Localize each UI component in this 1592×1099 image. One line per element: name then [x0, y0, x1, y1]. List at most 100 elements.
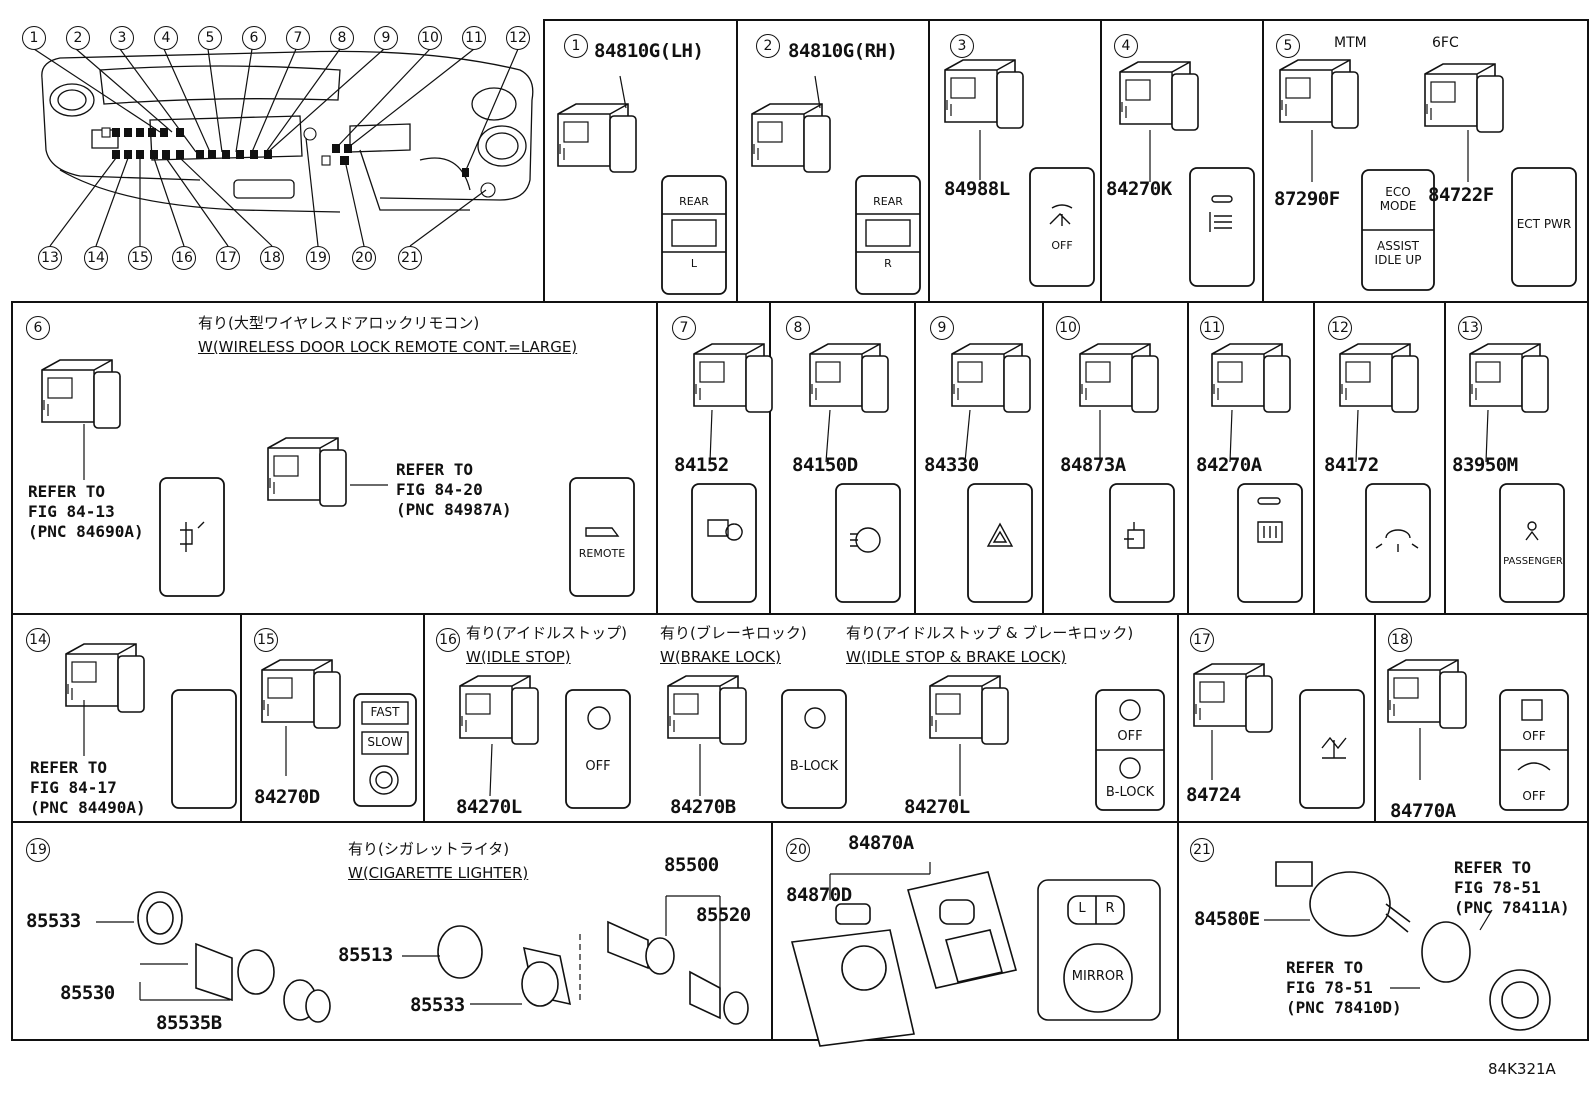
section-14-ref: REFER TO FIG 84-17 (PNC 84490A)	[30, 758, 146, 817]
section-18-part: 84770A	[1390, 800, 1456, 822]
section-5-index: 5	[1276, 34, 1300, 58]
section-6-note-en-text: W(WIRELESS DOOR LOCK REMOTE CONT.=LARGE)	[198, 338, 578, 356]
section-1-tile-top: REAR	[679, 195, 709, 208]
section-11-part: 84270A	[1196, 454, 1262, 476]
figure-code: 84K321A	[1488, 1060, 1556, 1078]
section-7-index: 7	[672, 316, 696, 340]
section-20-part-84870a: 84870A	[848, 832, 914, 854]
section-18-tile-bottom: OFF	[1522, 789, 1546, 803]
section-2-tile-top: REAR	[873, 195, 903, 208]
callout-16: 16	[172, 246, 196, 270]
callout-5: 5	[198, 26, 222, 50]
section-5-tile-right: ECT PWR	[1516, 217, 1572, 231]
section-16-note-3-en: W(IDLE STOP & BRAKE LOCK)	[846, 650, 1066, 665]
section-19-index: 19	[26, 838, 50, 862]
section-16-note-2-jp: 有り(ブレーキロック)	[660, 624, 807, 642]
section-8-part: 84150D	[792, 454, 858, 476]
section-13-tile-label: PASSENGER	[1503, 556, 1563, 567]
section-16-tile-3-bottom: B-LOCK	[1105, 785, 1155, 800]
section-5-tile-left-top: ECO MODE	[1379, 185, 1417, 213]
section-3-index: 3	[950, 34, 974, 58]
section-11-index: 11	[1200, 316, 1224, 340]
callout-9: 9	[374, 26, 398, 50]
section-4-part: 84270K	[1106, 178, 1172, 200]
section-3-tile-label: OFF	[1051, 239, 1073, 252]
section-2-tile-bottom: R	[884, 257, 892, 270]
section-17-index: 17	[1190, 628, 1214, 652]
section-16-tile-1-label: OFF	[585, 759, 611, 774]
callout-12: 12	[506, 26, 530, 50]
section-19-part-85513: 85513	[338, 944, 393, 966]
section-5-tile-left-bottom: ASSIST IDLE UP	[1374, 239, 1422, 267]
section-16-note-1-en-text: W(IDLE STOP)	[466, 648, 571, 666]
callout-13: 13	[38, 246, 62, 270]
section-16-part-3: 84270L	[904, 796, 970, 818]
section-5-part-left: 87290F	[1274, 188, 1340, 210]
callout-1: 1	[22, 26, 46, 50]
section-15-tile-fast: FAST	[370, 705, 400, 719]
callout-7: 7	[286, 26, 310, 50]
section-19-note-en: W(CIGARETTE LIGHTER)	[348, 866, 528, 881]
section-16-note-1-jp: 有り(アイドルストップ)	[466, 624, 627, 642]
callout-18: 18	[260, 246, 284, 270]
section-10-index: 10	[1056, 316, 1080, 340]
section-21-ref-top: REFER TO FIG 78-51 (PNC 78411A)	[1454, 858, 1570, 917]
section-2-part: 84810G(RH)	[788, 40, 898, 62]
section-16-tile-3-top: OFF	[1117, 729, 1143, 744]
section-5-part-right: 84722F	[1428, 184, 1494, 206]
section-18-index: 18	[1388, 628, 1412, 652]
section-16-note-1-en: W(IDLE STOP)	[466, 650, 571, 665]
callout-17: 17	[216, 246, 240, 270]
section-6-index: 6	[26, 316, 50, 340]
section-16-index: 16	[436, 628, 460, 652]
section-21-part: 84580E	[1194, 908, 1260, 930]
section-19-note-jp: 有り(シガレットライタ)	[348, 840, 510, 858]
section-20-tile-l: L	[1078, 901, 1086, 916]
section-9-index: 9	[930, 316, 954, 340]
section-5-header-right: 6FC	[1432, 35, 1459, 51]
section-15-tile-slow: SLOW	[367, 735, 403, 749]
section-10-part: 84873A	[1060, 454, 1126, 476]
section-17-part: 84724	[1186, 784, 1241, 806]
section-18-tile-top: OFF	[1522, 729, 1546, 743]
callout-2: 2	[66, 26, 90, 50]
section-3-part: 84988L	[944, 178, 1010, 200]
section-21-index: 21	[1190, 838, 1214, 862]
section-9-part: 84330	[924, 454, 979, 476]
section-16-note-2-en-text: W(BRAKE LOCK)	[660, 648, 781, 666]
callout-3: 3	[110, 26, 134, 50]
section-6-tile-label: REMOTE	[578, 547, 626, 560]
section-13-part: 83950M	[1452, 454, 1518, 476]
callout-14: 14	[84, 246, 108, 270]
section-6-ref-left: REFER TO FIG 84-13 (PNC 84690A)	[28, 482, 144, 541]
section-8-index: 8	[786, 316, 810, 340]
section-19-part-85530: 85530	[60, 982, 115, 1004]
callout-6: 6	[242, 26, 266, 50]
section-2-index: 2	[756, 34, 780, 58]
section-19-note-en-text: W(CIGARETTE LIGHTER)	[348, 864, 529, 882]
section-12-part: 84172	[1324, 454, 1379, 476]
section-16-part-2: 84270B	[670, 796, 736, 818]
section-1-index: 1	[564, 34, 588, 58]
section-4-index: 4	[1114, 34, 1138, 58]
callout-4: 4	[154, 26, 178, 50]
section-21-ref-bottom: REFER TO FIG 78-51 (PNC 78410D)	[1286, 958, 1402, 1017]
section-6-ref-right: REFER TO FIG 84-20 (PNC 84987A)	[396, 460, 512, 519]
callout-21: 21	[398, 246, 422, 270]
section-20-part-84870d: 84870D	[786, 884, 852, 906]
section-16-tile-2-label: B-LOCK	[789, 759, 839, 774]
section-20-tile-r: R	[1105, 901, 1115, 916]
section-1-part: 84810G(LH)	[594, 40, 704, 62]
section-19-part-85533-b: 85533	[410, 994, 465, 1016]
section-13-index: 13	[1458, 316, 1482, 340]
section-16-note-2-en: W(BRAKE LOCK)	[660, 650, 781, 665]
section-15-part: 84270D	[254, 786, 320, 808]
callout-8: 8	[330, 26, 354, 50]
section-20-tile-mirror: MIRROR	[1071, 969, 1125, 984]
section-1-tile-bottom: L	[690, 257, 698, 270]
callout-10: 10	[418, 26, 442, 50]
section-16-part-1: 84270L	[456, 796, 522, 818]
section-19-part-85535b: 85535B	[156, 1012, 222, 1034]
